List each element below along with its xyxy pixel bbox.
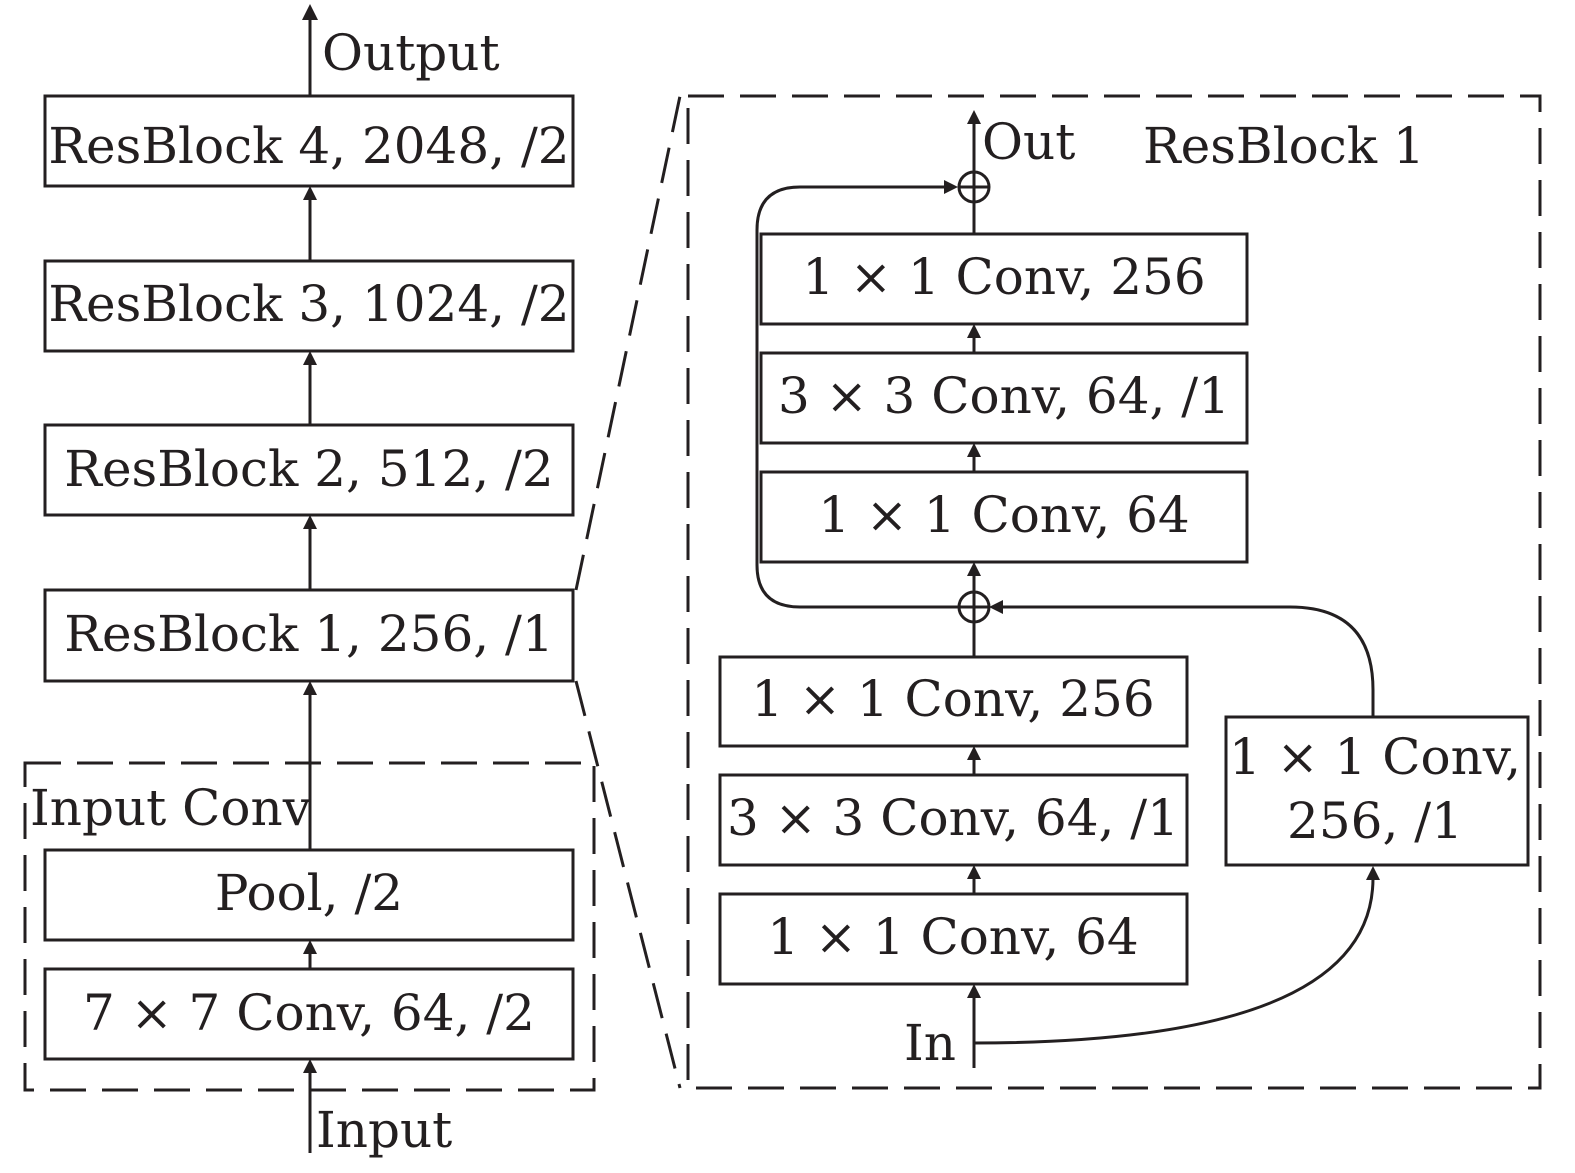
in-label: In [904,1014,956,1072]
conv7-label: 7 × 7 Conv, 64, /2 [83,984,535,1042]
resblock-2-label: ResBlock 2, 512, /2 [64,440,553,498]
arrowhead [303,681,317,695]
input-conv-title: Input Conv [30,779,312,837]
zoom-connector-top [574,95,682,591]
arrowhead [967,562,981,576]
arrowhead [967,110,981,124]
upper-conv1x1-64-box [759,470,1249,564]
arrowhead [303,940,317,954]
shortcut-conv-label-line1: 1 × 1 Conv, [1229,728,1521,786]
sum-node-top [957,170,991,204]
shortcut-conv-box [1224,715,1530,867]
skip-connection-upper [755,185,959,609]
resblock-detail: ResBlock 1 Out 1 × 1 Conv, 256 3 × 3 Con… [686,94,1542,1090]
sum-node-middle [957,590,991,624]
upper-conv1x1-256-label: 1 × 1 Conv, 256 [802,248,1205,306]
resblock-4-label: ResBlock 4, 2048, /2 [48,117,569,175]
in-to-shortcut-curve [973,877,1375,1045]
resblock-3-box [43,259,575,353]
arrowhead [967,746,981,760]
lower-conv1x1-256-box [718,655,1189,748]
resblock-detail-title: ResBlock 1 [1143,117,1425,175]
resblock-2-box [43,423,575,517]
arrowhead [944,180,958,194]
lower-conv3x3-label: 3 × 3 Conv, 64, /1 [727,789,1179,847]
lower-conv1x1-256-label: 1 × 1 Conv, 256 [751,670,1154,728]
resblock-3-label: ResBlock 3, 1024, /2 [48,275,569,333]
pool-label: Pool, /2 [215,864,403,922]
shortcut-to-sum-curve [1002,605,1375,717]
arrowhead [967,984,981,998]
resblock-1-box [43,588,575,683]
backbone: Output ResBlock 4, 2048, /2 ResBlock 3, … [23,4,596,1159]
out-label: Out [982,113,1075,171]
conv7-box [43,967,575,1061]
resblock-4-box [43,94,575,188]
output-arrowhead [302,4,318,20]
arrowhead [1366,866,1380,880]
input-label: Input [316,1101,452,1159]
lower-conv1x1-64-label: 1 × 1 Conv, 64 [767,908,1138,966]
upper-conv1x1-256-box [759,232,1249,326]
resblock-1-label: ResBlock 1, 256, /1 [64,605,553,663]
zoom-connector-bottom [574,680,682,1089]
arrowhead [303,515,317,529]
arrowhead [967,443,981,457]
arrowhead [967,324,981,338]
pool-box [43,848,575,942]
arrowhead [989,600,1003,614]
resblock-detail-frame [686,94,1542,1090]
arrowhead [303,351,317,365]
output-label: Output [322,24,500,82]
upper-conv1x1-64-label: 1 × 1 Conv, 64 [818,486,1189,544]
arrowhead [967,865,981,879]
shortcut-conv-label-line2: 256, /1 [1287,792,1463,850]
upper-conv3x3-label: 3 × 3 Conv, 64, /1 [778,367,1230,425]
lower-conv1x1-64-box [718,892,1189,986]
arrowhead [303,186,317,200]
upper-conv3x3-box [759,351,1249,445]
arrowhead [303,1059,317,1073]
input-conv-group [23,761,596,1092]
lower-conv3x3-box [718,773,1189,867]
